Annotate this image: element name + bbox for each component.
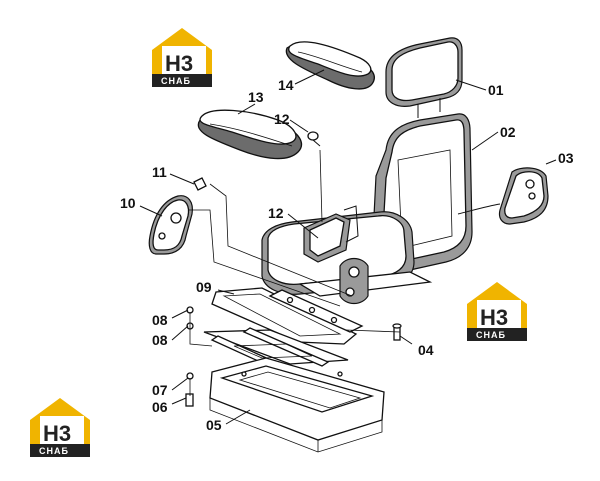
logo-sub-text: СНАБ bbox=[161, 76, 191, 86]
logo-sub-text: СНАБ bbox=[39, 446, 69, 456]
label-07: 07 bbox=[152, 382, 168, 398]
label-13: 12 bbox=[274, 111, 290, 127]
label-01: 01 bbox=[488, 82, 504, 98]
part-03-side-cover bbox=[498, 167, 549, 225]
brand-logo-bottom: H3 СНАБ bbox=[30, 398, 90, 457]
label-05: 05 bbox=[206, 417, 222, 433]
part-09-frame bbox=[211, 287, 364, 345]
part-10-side-cover bbox=[148, 195, 193, 255]
logo-main-text: H3 bbox=[165, 51, 193, 76]
part-05-base-tray bbox=[209, 357, 385, 453]
label-11: 11 bbox=[152, 164, 167, 180]
part-04-pin bbox=[392, 323, 402, 341]
logo-main-text: H3 bbox=[480, 305, 508, 330]
label-08a: 08 bbox=[152, 312, 168, 328]
brand-logo-right: H3 СНАБ bbox=[467, 282, 527, 341]
part-number-labels: 14 01 13 12 02 03 11 10 12 09 08 08 04 0… bbox=[120, 77, 574, 433]
label-03: 03 bbox=[558, 150, 574, 166]
logo-main-text: H3 bbox=[43, 421, 71, 446]
label-02: 02 bbox=[500, 124, 516, 140]
label-04: 04 bbox=[418, 342, 434, 358]
label-12: 12 bbox=[268, 205, 284, 221]
brand-logo-top: H3 СНАБ bbox=[152, 28, 212, 87]
logo-badge bbox=[152, 74, 212, 87]
part-01-headrest bbox=[385, 37, 463, 118]
label-09: 09 bbox=[196, 279, 212, 295]
logo-sub-text: СНАБ bbox=[476, 330, 506, 340]
logo-window bbox=[40, 416, 84, 446]
label-14: 13 bbox=[248, 89, 264, 105]
part-06-bolt bbox=[185, 393, 194, 407]
logo-badge bbox=[30, 444, 90, 457]
logo-badge bbox=[467, 328, 527, 341]
logo-window bbox=[162, 46, 206, 76]
logo-window bbox=[477, 300, 521, 330]
leader-lines bbox=[139, 69, 557, 425]
part-13-bolt bbox=[307, 131, 321, 147]
label-10: 10 bbox=[120, 195, 136, 211]
part-11-clip bbox=[193, 177, 207, 191]
label-15: 14 bbox=[278, 77, 294, 93]
label-08b: 08 bbox=[152, 332, 168, 348]
label-06: 06 bbox=[152, 399, 168, 415]
part-12-bracket bbox=[303, 205, 359, 263]
part-15-armrest-pad bbox=[285, 41, 375, 90]
part-14-armrest bbox=[197, 109, 303, 160]
